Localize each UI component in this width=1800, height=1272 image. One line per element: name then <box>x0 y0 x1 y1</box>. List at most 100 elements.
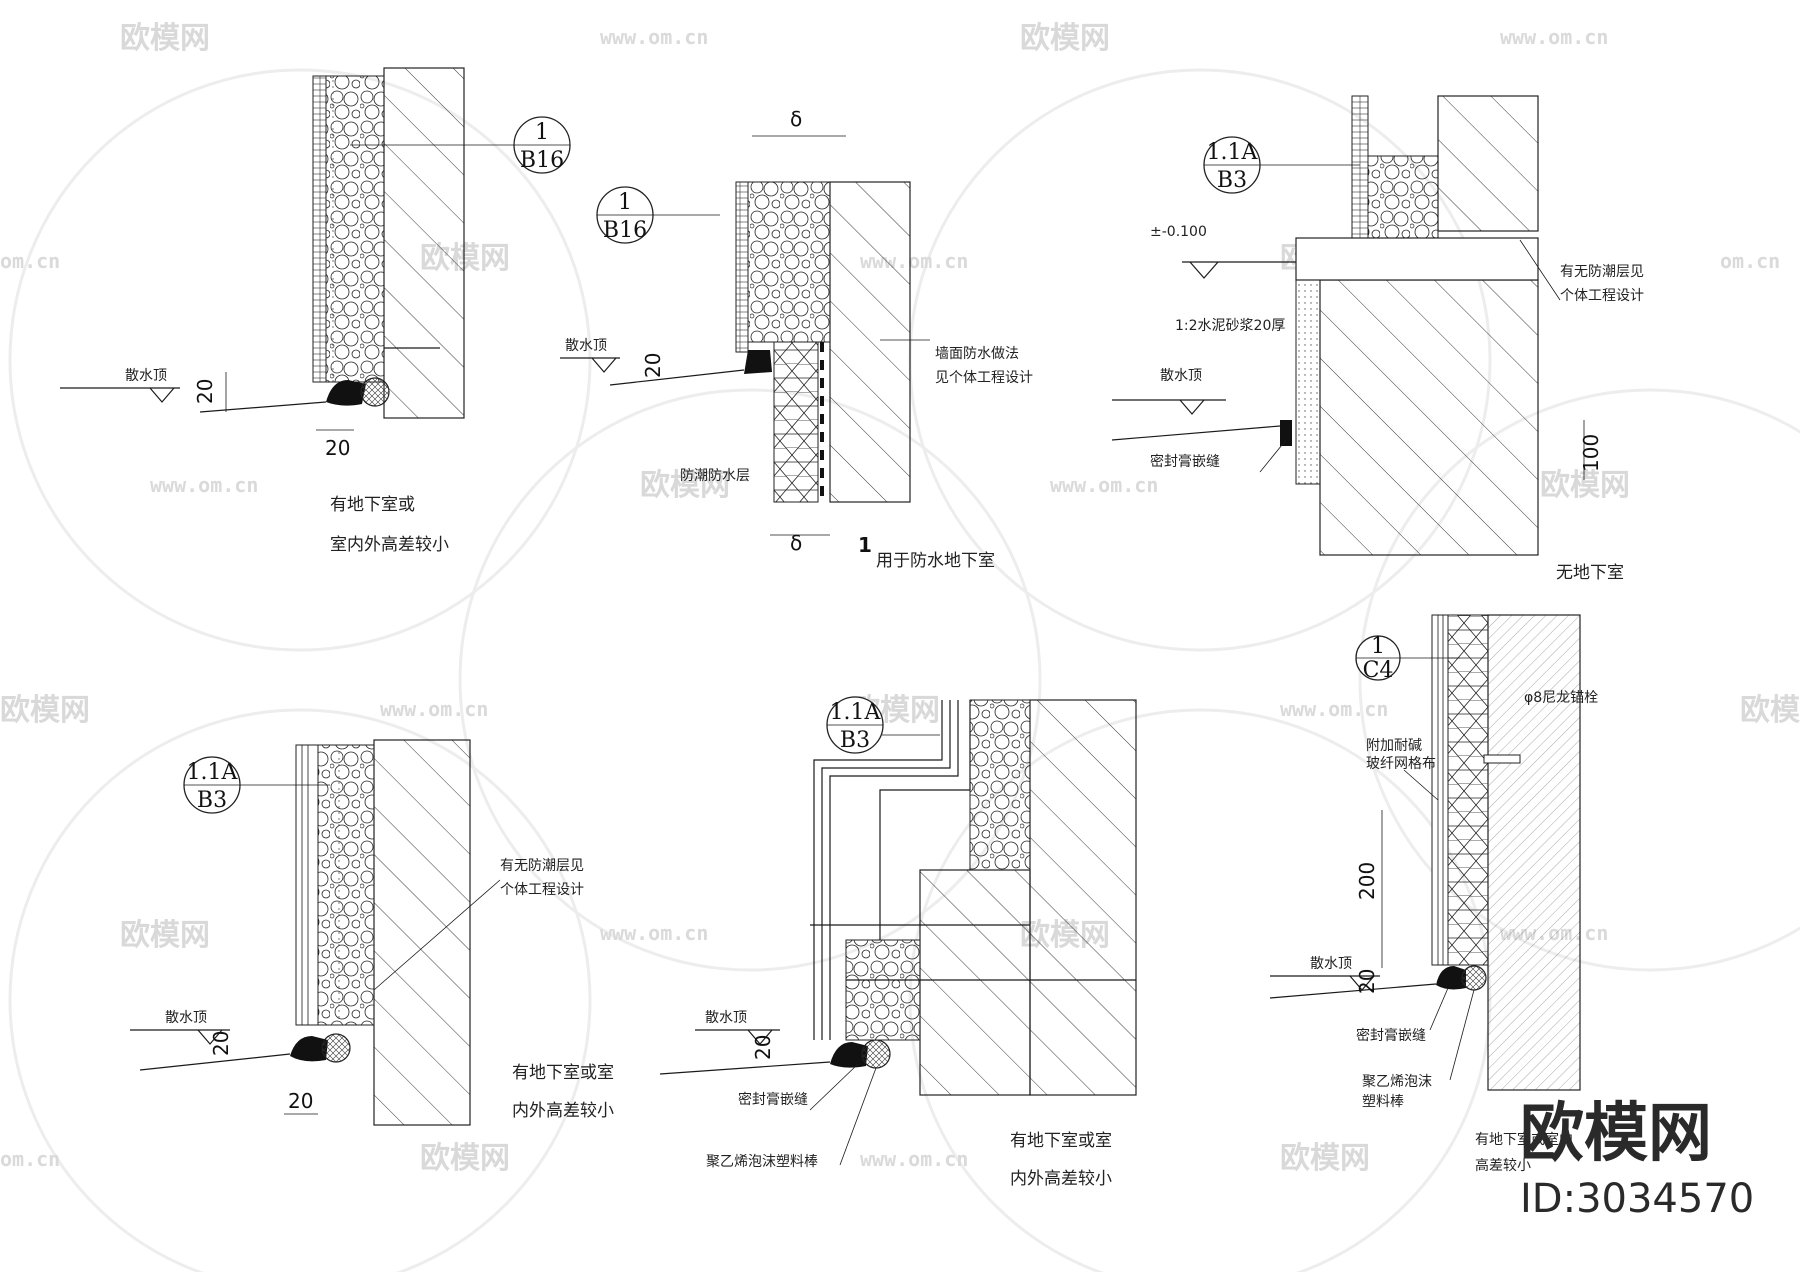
label-settlement: 防潮防水层 <box>680 468 750 484</box>
insulation-upper <box>969 699 1031 871</box>
leader <box>1403 769 1439 801</box>
leader <box>1429 987 1449 1031</box>
sealant-joint <box>290 1036 328 1062</box>
label-apron: 散水顶 <box>165 1010 207 1026</box>
watermark-logo: 欧模网 <box>1020 21 1110 56</box>
insulation-layer <box>317 744 375 1026</box>
dim-slope: 20 <box>193 379 217 404</box>
label-apron: 散水顶 <box>125 368 167 384</box>
concrete-wall <box>829 181 911 503</box>
ref-bottom: B3 <box>1217 168 1247 193</box>
caption-line1: 有地下室或室 <box>512 1063 614 1083</box>
label-moisture-line1: 有无防潮层见 <box>500 858 584 874</box>
detail-1: 散水顶 20 20 1 B16 有地下室或 室内外高差较小 <box>60 67 571 555</box>
watermark-url: om.cn <box>1720 249 1780 273</box>
insulation-board <box>1447 614 1489 966</box>
label-mortar: 1:2水泥砂浆20厚 <box>1175 318 1285 334</box>
ref-bottom: B16 <box>603 218 647 243</box>
dim-gap: 20 <box>288 1089 313 1113</box>
caption-line2: 内外高差较小 <box>512 1101 614 1121</box>
ref-top: 1.1A <box>1207 140 1259 165</box>
concrete-wall <box>1029 699 1137 1096</box>
level-marker-icon <box>591 357 617 373</box>
leader <box>1449 989 1475 1081</box>
ref-bottom: C4 <box>1363 658 1394 683</box>
sealant-joint <box>1436 966 1466 990</box>
watermark-logo: 欧模网 <box>1280 1141 1370 1176</box>
level-marker-icon <box>197 1029 223 1045</box>
watermark-url: www.om.cn <box>1050 473 1158 497</box>
level: ±-0.100 <box>1150 224 1207 240</box>
foam-rod <box>321 1033 351 1063</box>
watermark-url: www.om.cn <box>600 25 708 49</box>
finish-layer <box>295 744 319 1026</box>
dim-delta-top: δ <box>790 107 802 131</box>
leader <box>373 879 501 991</box>
finish-tiles <box>1351 95 1369 239</box>
watermark-logo: 欧模网 <box>640 468 730 503</box>
concrete-wall <box>373 739 471 1126</box>
dim-one: 1 <box>858 533 872 557</box>
dim-slope: 20 <box>751 1035 775 1060</box>
label-moisture-line2: 个体工程设计 <box>500 882 584 898</box>
foam-rod <box>360 377 390 407</box>
ref-top: 1.1A <box>830 700 882 725</box>
finish-tiles <box>735 181 749 353</box>
label-apron: 散水顶 <box>1310 956 1352 972</box>
leader <box>809 1063 859 1111</box>
ref-top: 1.1A <box>187 760 239 785</box>
watermark-logo: 欧模网 <box>0 693 90 728</box>
brand-block: 欧模网 ID:3034570 <box>1520 1097 1754 1222</box>
sealant-joint <box>744 350 772 374</box>
ground-beam <box>1295 237 1539 281</box>
label-mesh-line1: 附加耐碱 <box>1366 738 1422 754</box>
adhesive-layer <box>334 750 340 1020</box>
dim-gap: 20 <box>325 436 350 460</box>
caption: 无地下室 <box>1556 563 1624 583</box>
apron-slope <box>199 401 327 413</box>
dim-slope: 20 <box>1355 969 1379 994</box>
leader <box>839 1067 877 1166</box>
watermark-logo: 欧模网 <box>420 1141 510 1176</box>
apron-slope <box>1269 983 1437 999</box>
label-sealant: 密封膏嵌缝 <box>738 1091 808 1108</box>
ref-bottom: B3 <box>197 788 227 813</box>
foundation-wall <box>1319 279 1539 556</box>
watermark-url: om.cn <box>0 1147 60 1171</box>
sealant-joint <box>830 1042 868 1068</box>
foam-rod <box>861 1039 891 1069</box>
apron-slope <box>1111 425 1281 441</box>
ref-top: 1 <box>1371 634 1385 659</box>
insulation-lower <box>845 939 921 1041</box>
level-marker-icon <box>747 1029 773 1045</box>
caption-line1: 有地下室或室内 <box>1475 1131 1573 1148</box>
watermark-url: om.cn <box>0 249 60 273</box>
label-apron: 散水顶 <box>1160 368 1202 384</box>
watermark-logo: 欧模网 <box>1740 693 1800 728</box>
dim-100: 100 <box>1579 434 1603 472</box>
dim-slope: 20 <box>641 353 665 378</box>
watermark-logo: 欧模网 <box>1540 468 1630 503</box>
caption-line2: 高差较小 <box>1475 1157 1531 1174</box>
anchor-bolt <box>1483 754 1521 764</box>
protection-board <box>773 341 819 503</box>
label-sealant: 密封膏嵌缝 <box>1356 1027 1426 1044</box>
caption-line1: 有地下室或室 <box>1010 1131 1112 1151</box>
watermark-url: www.om.cn <box>1280 697 1388 721</box>
watermark-url: www.om.cn <box>860 1147 968 1171</box>
finish-line <box>821 700 951 1040</box>
caption-line2: 内外高差较小 <box>1010 1169 1112 1189</box>
concrete-wall-upper <box>1437 95 1539 232</box>
sealant-joint <box>326 380 366 406</box>
watermark-logo: 欧模网 <box>120 918 210 953</box>
ref-bottom: B16 <box>520 148 564 173</box>
level-marker-icon <box>1349 975 1375 991</box>
caption: 用于防水地下室 <box>876 551 995 571</box>
detail-3: 散水顶 ±-0.100 1:2水泥砂浆20厚 密封膏嵌缝 100 1.1A B3… <box>1111 95 1644 583</box>
dim-slope: 20 <box>209 1031 233 1056</box>
label-foam-rod: 聚乙烯泡沫塑料棒 <box>706 1154 818 1170</box>
adhesive-layer <box>826 342 830 502</box>
watermark-url: www.om.cn <box>600 921 708 945</box>
leader <box>1259 439 1287 473</box>
sealant-joint <box>1280 420 1292 446</box>
